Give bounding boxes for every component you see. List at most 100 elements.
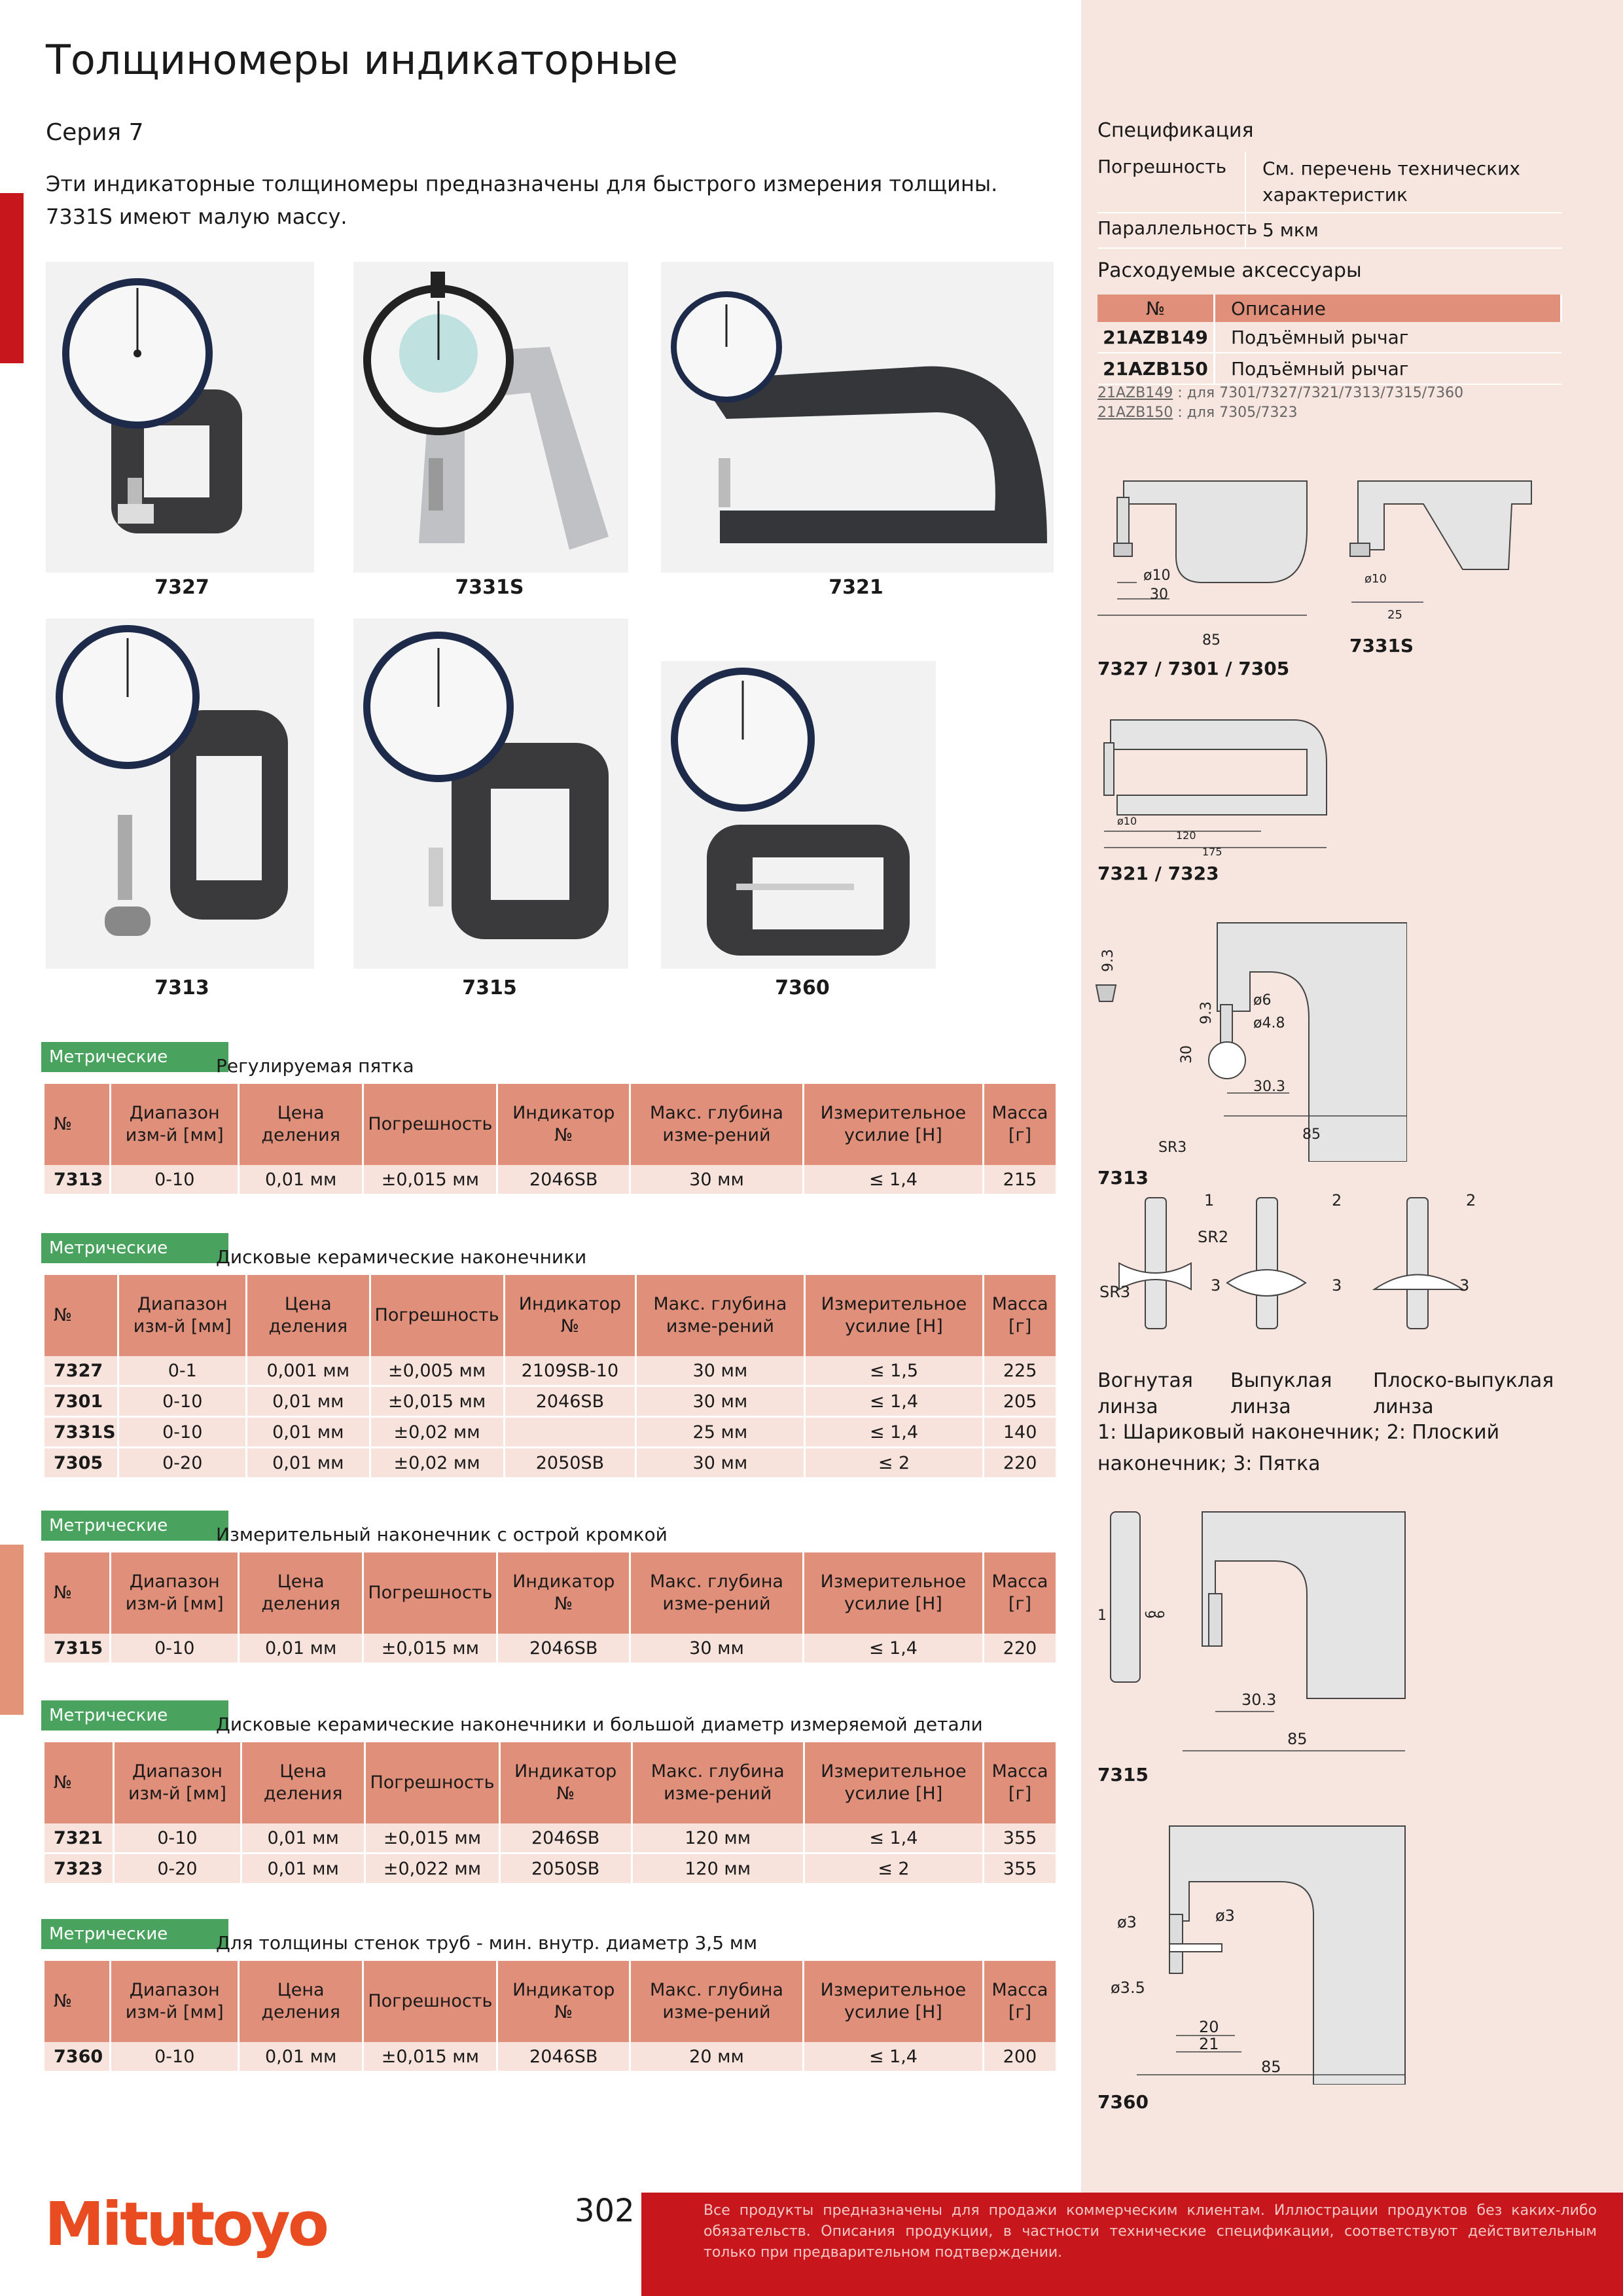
col-header: Индикатор №: [504, 1275, 637, 1356]
cell: 0,01 мм: [246, 1416, 371, 1448]
col-header: Погрешность: [365, 1742, 501, 1823]
cell: 2050SB: [499, 1853, 633, 1885]
cell: ≤ 1,4: [804, 1386, 985, 1418]
drawing-7331s: ø10 25: [1345, 478, 1548, 628]
col-header: Масса [г]: [983, 1961, 1058, 2042]
cell: 205: [983, 1386, 1058, 1418]
col-header: Масса [г]: [983, 1275, 1058, 1356]
dim-label: 120: [1176, 829, 1196, 842]
cell: 2109SB-10: [504, 1356, 637, 1387]
cell: Подъёмный рычаг: [1214, 322, 1561, 353]
col-header: №: [45, 1275, 120, 1356]
cell: 120 мм: [632, 1823, 805, 1854]
callout: 2: [1332, 1191, 1342, 1210]
cell: 2046SB: [499, 1823, 633, 1854]
col-header: Цена деления: [246, 1275, 371, 1356]
col-header: №: [45, 1742, 115, 1823]
cell: 2046SB: [504, 1386, 637, 1418]
col-header: Макс. глубина изме-рений: [630, 1961, 804, 2042]
col-header: Диапазон изм-й [мм]: [113, 1742, 242, 1823]
footer-disclaimer: Все продукты предназначены для продажи к…: [641, 2193, 1623, 2296]
dim-label: 85: [1261, 2058, 1281, 2076]
spec-key: Параллельность: [1097, 213, 1257, 247]
dim-label: 30: [1150, 586, 1168, 603]
drawing-caption: 7321 / 7323: [1097, 863, 1219, 884]
spec-key: Погрешность: [1097, 152, 1246, 212]
cell: 2046SB: [497, 1634, 632, 1664]
table-subtitle: Регулируемая пятка: [216, 1055, 414, 1077]
spec-table-4: № Диапазон изм-й [мм] Цена деления Погре…: [45, 1742, 1058, 1885]
cell: 140: [983, 1416, 1058, 1448]
photo-caption: 7360: [775, 977, 830, 999]
lens-legend: 1: Шариковый наконечник; 2: Плоский нако…: [1097, 1421, 1500, 1475]
section-tab-marker: [0, 193, 24, 363]
dim-label: ø3: [1215, 1907, 1235, 1925]
col-header: Цена деления: [241, 1742, 366, 1823]
cell: 225: [983, 1356, 1058, 1387]
col-header: Погрешность: [363, 1084, 499, 1165]
cell: ≤ 1,4: [803, 1634, 984, 1664]
col-header: Диапазон изм-й [мм]: [110, 1961, 240, 2042]
cell: ±0,02 мм: [370, 1416, 505, 1448]
table-tag-metric: Метрические: [41, 1511, 228, 1541]
cell: ≤ 2: [804, 1853, 985, 1885]
drawing-caption: 7327 / 7301 / 7305: [1097, 658, 1290, 679]
photo-caption: 7331S: [455, 576, 524, 599]
lens-label-convex: Выпуклая линза: [1230, 1369, 1332, 1418]
spec-heading: Спецификация: [1097, 119, 1254, 142]
spec-table-1: № Диапазон изм-й [мм] Цена деления Погре…: [45, 1084, 1058, 1196]
cell: Подъёмный рычаг: [1214, 353, 1561, 385]
accessory-code-link: 21AZB149: [1097, 385, 1173, 401]
cell: 7315: [45, 1634, 112, 1664]
col-header: Измерительное усилие [Н]: [803, 1084, 984, 1165]
col-header: Макс. глубина изме-рений: [630, 1084, 804, 1165]
drawing-7360: ø3 ø3 ø3.5 20 21 85: [1097, 1823, 1412, 2085]
table-subtitle: Измерительный наконечник с острой кромко…: [216, 1524, 668, 1545]
cell: 355: [983, 1853, 1058, 1885]
cell: [504, 1416, 637, 1448]
cell: 0-20: [113, 1853, 242, 1885]
cell: ±0,015 мм: [370, 1386, 505, 1418]
cell: 220: [983, 1447, 1058, 1479]
col-header: Измерительное усилие [Н]: [804, 1275, 985, 1356]
dim-label: 9.3: [1100, 949, 1116, 972]
cell: 20 мм: [630, 2042, 804, 2073]
cell: 7360: [45, 2042, 112, 2073]
cell: 25 мм: [635, 1416, 806, 1448]
lens-label-concave: Вогнутая линза: [1097, 1369, 1193, 1418]
col-header: Масса [г]: [983, 1084, 1058, 1165]
col-header: Измерительное усилие [Н]: [804, 1742, 985, 1823]
cell: 0,01 мм: [238, 2042, 365, 2073]
drawing-7315: 1 6 6 30.3 85: [1097, 1509, 1412, 1757]
cell: 0,01 мм: [238, 1634, 365, 1664]
accessory-note-text: : для 7301/7327/7321/7313/7315/7360: [1173, 385, 1464, 401]
cell: 30 мм: [630, 1634, 804, 1664]
spec-table-5: № Диапазон изм-й [мм] Цена деления Погре…: [45, 1961, 1058, 2073]
page-number: 302: [575, 2193, 635, 2229]
lens-label-plano-convex: Плоско-выпуклая линза: [1373, 1369, 1554, 1418]
cell: 30 мм: [635, 1447, 806, 1479]
cell: 21AZB150: [1097, 353, 1215, 385]
dim-label: 20: [1199, 2018, 1219, 2036]
accessory-note-text: : для 7305/7323: [1173, 404, 1298, 421]
drawing-caption: 7315: [1097, 1764, 1149, 1785]
drawing-caption: 7331S: [1349, 635, 1414, 656]
col-header: Диапазон изм-й [мм]: [110, 1552, 240, 1634]
product-photo-7315: [353, 619, 628, 969]
dim-label: 85: [1302, 1126, 1321, 1143]
dim-label: 175: [1202, 846, 1222, 857]
col-header: Цена деления: [238, 1084, 365, 1165]
cell: 0,01 мм: [238, 1165, 365, 1196]
cell: ±0,015 мм: [365, 1823, 501, 1854]
col-header: Погрешность: [370, 1275, 505, 1356]
cell: 30 мм: [635, 1386, 806, 1418]
col-header: Индикатор №: [497, 1961, 632, 2042]
cell: ±0,015 мм: [363, 1165, 499, 1196]
cell: 7305: [45, 1447, 120, 1479]
dim-label: ø3.5: [1111, 1979, 1145, 1997]
cell: 120 мм: [632, 1853, 805, 1885]
table-subtitle: Для толщины стенок труб - мин. внутр. ди…: [216, 1932, 758, 1954]
dim-label: SR3: [1158, 1139, 1186, 1156]
callout: 3: [1459, 1276, 1469, 1295]
